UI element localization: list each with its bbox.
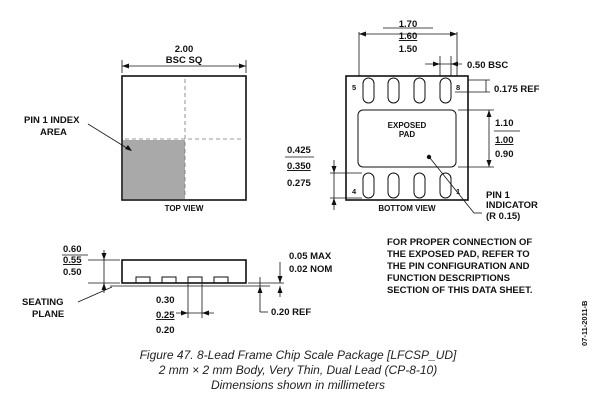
top-width-note: BSC SQ [166, 55, 202, 66]
lead-span-max: 1.70 [399, 19, 418, 30]
lead-length-min: 0.275 [287, 178, 311, 189]
lead-pin2 [413, 172, 426, 199]
lead-width-nom: 0.25 [156, 310, 175, 321]
exposed-pad-label-line1: EXPOSED [388, 121, 427, 130]
lead-pin7 [413, 77, 426, 104]
pin-number-5: 5 [352, 83, 356, 92]
pad-height-max: 1.10 [495, 118, 514, 129]
bottom-view: EXPOSED PAD 5 8 4 1 BOTTOM VIEW 1.70 1.6… [285, 19, 540, 222]
lead-pin8 [439, 77, 452, 104]
lead-length-max: 0.425 [287, 145, 311, 156]
pitch-value: 0.50 BSC [467, 60, 508, 71]
pin1-index-label-line2: AREA [40, 127, 67, 138]
side-lead-2 [161, 276, 177, 284]
lead-pin5 [362, 77, 375, 104]
standoff-max: 0.05 MAX [289, 251, 332, 262]
side-lead-3 [187, 276, 203, 284]
pin-number-8: 8 [456, 83, 460, 92]
pin1-index-label-line1: PIN 1 INDEX [24, 115, 80, 126]
note-line5: SECTION OF THIS DATA SHEET. [387, 285, 533, 296]
pin1-indicator-line2: INDICATOR [486, 200, 538, 211]
standoff-nom: 0.02 NOM [289, 264, 332, 275]
lead-offset-value: 0.175 REF [494, 84, 540, 95]
pad-height-nom: 1.00 [495, 135, 514, 146]
pin1-indicator-line1: PIN 1 [486, 190, 510, 201]
document-code: 07-11-2011-B [580, 300, 589, 346]
lead-width-max: 0.30 [156, 295, 175, 306]
pin1-index-area [123, 140, 185, 199]
bottom-view-body [345, 75, 469, 201]
side-lead-4 [213, 276, 229, 284]
height-max: 0.60 [63, 244, 82, 255]
figure-caption: Figure 47. 8-Lead Frame Chip Scale Packa… [140, 348, 457, 392]
height-min: 0.50 [63, 267, 82, 278]
lead-pin3 [387, 172, 400, 199]
exposed-pad [357, 109, 457, 168]
pin1-indicator-line3: (R 0.15) [486, 211, 520, 222]
pin-number-4: 4 [352, 187, 357, 196]
top-view-title: TOP VIEW [165, 204, 204, 213]
top-width-value: 2.00 [175, 44, 194, 55]
bottom-view-title: BOTTOM VIEW [378, 204, 436, 213]
note-line3: THE PIN CONFIGURATION AND [387, 261, 530, 272]
pin1-index-leader [87, 123, 131, 151]
lead-span-nom: 1.60 [399, 31, 418, 42]
note-line2: THE EXPOSED PAD, REFER TO [387, 249, 530, 260]
caption-line2: 2 mm × 2 mm Body, Very Thin, Dual Lead (… [158, 363, 437, 377]
caption-line1: Figure 47. 8-Lead Frame Chip Scale Packa… [140, 348, 457, 362]
seating-plane-label-line2: PLANE [32, 309, 64, 320]
lead-pin1 [439, 172, 452, 199]
lead-span-min: 1.50 [399, 44, 418, 55]
side-view: 0.60 0.55 0.50 SEATING PLANE 0.05 MAX 0.… [22, 244, 332, 336]
height-nom: 0.55 [63, 255, 82, 266]
side-view-body [121, 259, 247, 284]
pin1-indicator-leader [429, 157, 475, 214]
seating-plane-leader [77, 286, 113, 303]
exposed-pad-label-line2: PAD [399, 130, 416, 139]
note-line1: FOR PROPER CONNECTION OF [387, 237, 532, 248]
pin-number-1: 1 [456, 187, 460, 196]
lead-thickness-value: 0.20 REF [271, 307, 311, 318]
note-line4: FUNCTION DESCRIPTIONS [387, 273, 510, 284]
caption-line3: Dimensions shown in millimeters [211, 378, 385, 392]
top-view-body [121, 75, 247, 201]
top-view: 2.00 BSC SQ PIN 1 INDEX AREA TOP VIEW [24, 44, 247, 213]
side-lead-1 [135, 276, 151, 284]
lead-pin6 [387, 77, 400, 104]
lead-pin4 [362, 172, 375, 199]
seating-plane-label-line1: SEATING [22, 297, 64, 308]
pad-height-min: 0.90 [495, 149, 514, 160]
lead-length-nom: 0.350 [287, 161, 311, 172]
lead-width-min: 0.20 [156, 325, 175, 336]
connection-note: FOR PROPER CONNECTION OF THE EXPOSED PAD… [387, 237, 533, 296]
